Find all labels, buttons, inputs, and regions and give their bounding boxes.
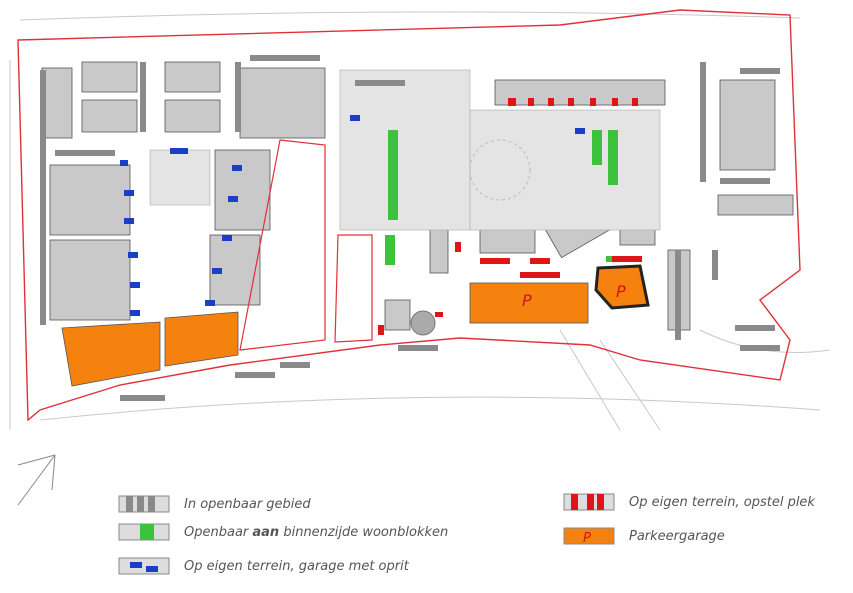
- legend-label-public: In openbaar gebied: [184, 496, 311, 512]
- legend-swatch-public: [118, 495, 170, 513]
- legend-label-driveway: Op eigen terrein, garage met oprit: [184, 558, 409, 574]
- legend-swatch-garage: P: [563, 527, 615, 546]
- site-boundary: [17, 9, 801, 422]
- legend-label-garage: Parkeergarage: [629, 528, 725, 544]
- garage-east: [594, 264, 650, 310]
- public-parking: [40, 55, 780, 401]
- garage-central-label: P: [522, 291, 532, 310]
- plaza-trees: [469, 139, 531, 201]
- driveway-garages: [120, 115, 585, 316]
- legend-garage-symbol: P: [583, 531, 591, 546]
- legend-swatch-driveway: [118, 557, 170, 575]
- legend-label-courtyard: Openbaar aan binnenzijde woonblokken: [184, 524, 449, 540]
- ground: [9, 11, 831, 431]
- garage-central: [469, 282, 589, 324]
- legend-item-public: In openbaar gebied: [118, 494, 311, 514]
- parking-garages: P P: [61, 264, 650, 387]
- legend-label-private-spot: Op eigen terrein, opstel plek: [629, 494, 815, 510]
- legend-item-private-spot: Op eigen terrein, opstel plek: [563, 492, 815, 512]
- garage-west: [61, 321, 161, 387]
- plot-boundary-a: [239, 139, 326, 351]
- plot-boundary-b: [334, 234, 373, 343]
- private-spots: [378, 98, 642, 335]
- parking-lot-areas: [149, 69, 661, 231]
- garage-east-label: P: [616, 282, 626, 301]
- legend-item-garage: P Parkeergarage: [563, 526, 725, 546]
- legend-swatch-private-spot: [563, 493, 615, 511]
- north-arrow: [17, 454, 56, 506]
- roundabout: [410, 310, 436, 336]
- legend-item-courtyard: Openbaar aan binnenzijde woonblokken: [118, 522, 448, 542]
- legend-swatch-courtyard: [118, 523, 170, 541]
- garage-west-2: [164, 311, 239, 367]
- legend-item-driveway: Op eigen terrein, garage met oprit: [118, 556, 409, 576]
